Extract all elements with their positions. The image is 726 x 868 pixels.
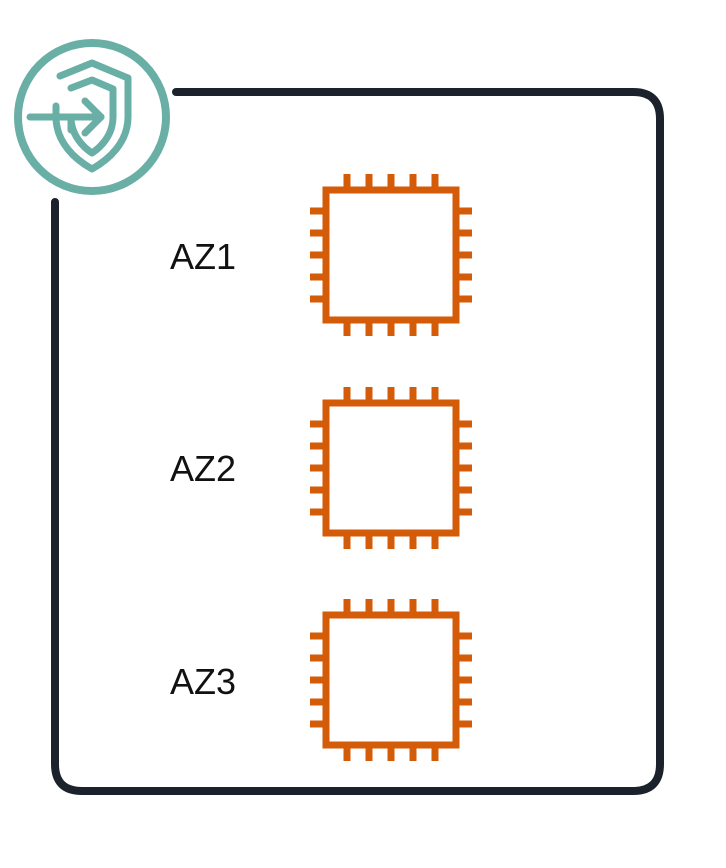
instance-row-2: AZ2 xyxy=(170,387,472,549)
ec2-instance-chip-icon xyxy=(310,174,472,336)
security-icon-arrow-head xyxy=(81,97,105,137)
az-label: AZ3 xyxy=(170,661,236,702)
chip-body xyxy=(322,399,460,537)
security-icon-shield-inner xyxy=(67,76,117,157)
az-label: AZ1 xyxy=(170,236,236,277)
ec2-instance-chip-icon xyxy=(310,599,472,761)
instance-row-1: AZ1 xyxy=(170,174,472,336)
shield-enter-icon xyxy=(14,39,170,195)
ec2-instance-chip-icon xyxy=(310,387,472,549)
security-icon-shield-outer xyxy=(52,59,132,173)
chip-body xyxy=(322,186,460,324)
security-group-border xyxy=(51,88,664,795)
az-label: AZ2 xyxy=(170,448,236,489)
chip-body xyxy=(322,611,460,749)
instance-row-3: AZ3 xyxy=(170,599,472,761)
